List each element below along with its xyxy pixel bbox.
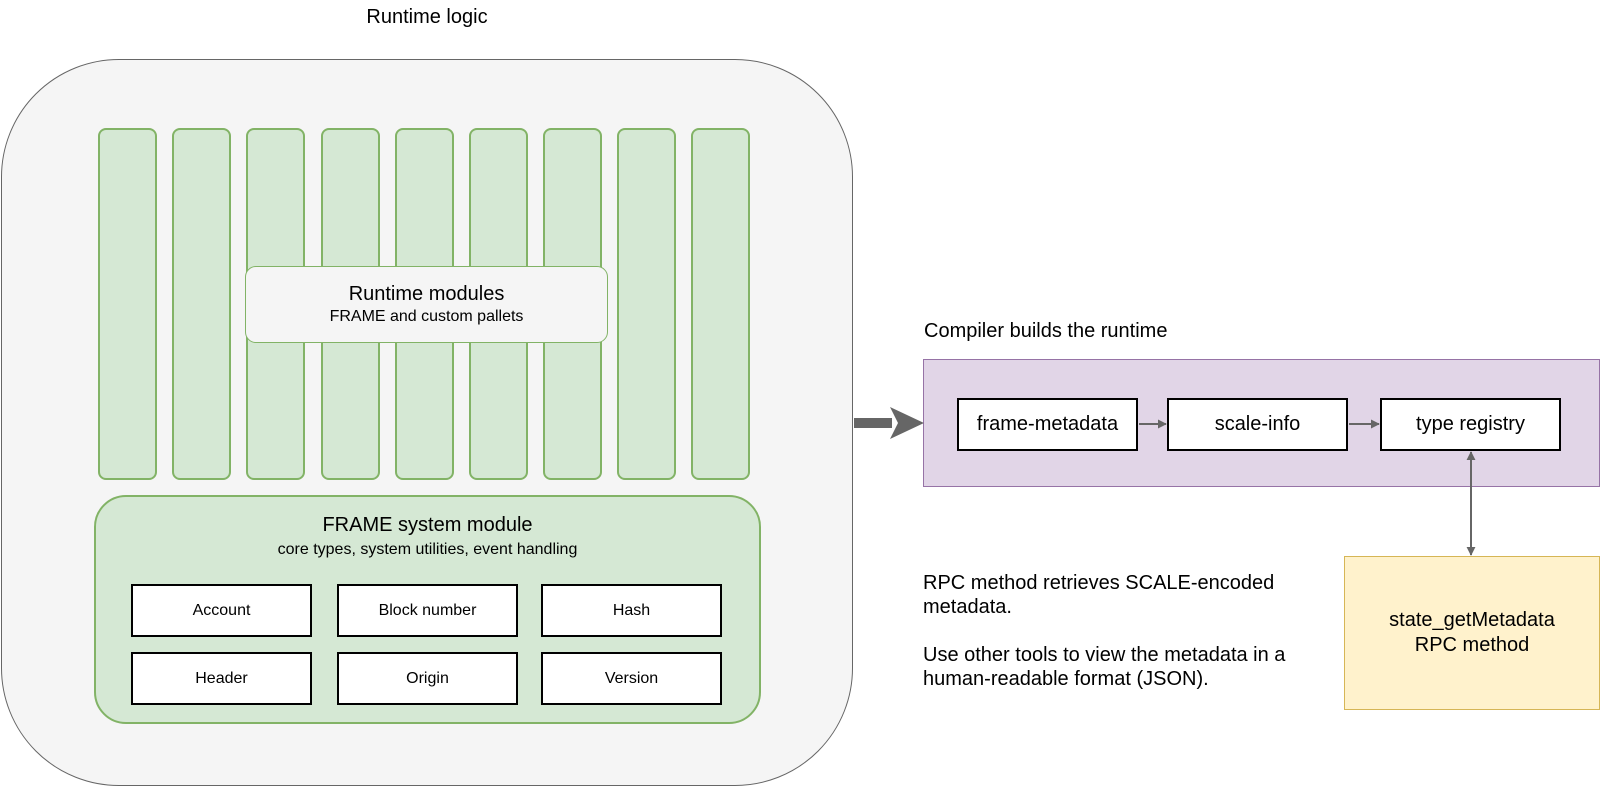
runtime-modules-subtitle: FRAME and custom pallets <box>329 308 524 325</box>
runtime-logic-title: Runtime logic <box>366 6 488 28</box>
rpc-note-2: Use other tools to view the metadata in … <box>923 644 1286 690</box>
scale-info-box: scale-info <box>1167 398 1348 451</box>
type-registry-box: type registry <box>1380 398 1561 451</box>
rpc-method-box: state_getMetadata RPC method <box>1344 556 1600 710</box>
rpc-note-1: RPC method retrieves SCALE-encoded metad… <box>923 572 1275 618</box>
system-item-hash: Hash <box>541 584 722 637</box>
runtime-modules-box: Runtime modules FRAME and custom pallets <box>245 266 608 343</box>
pallet-pillar <box>617 128 676 480</box>
frame-system-title: FRAME system module <box>322 514 533 536</box>
pallet-pillar <box>98 128 157 480</box>
frame-system-subtitle: core types, system utilities, event hand… <box>277 541 578 558</box>
pallet-pillar <box>691 128 750 480</box>
build-arrow <box>854 407 924 439</box>
frame-metadata-box: frame-metadata <box>957 398 1138 451</box>
runtime-modules-title: Runtime modules <box>348 283 505 305</box>
system-item-block-number: Block number <box>337 584 518 637</box>
rpc-method-label: RPC method <box>1414 634 1530 656</box>
system-item-version: Version <box>541 652 722 705</box>
pallet-pillar <box>172 128 231 480</box>
system-item-header: Header <box>131 652 312 705</box>
compiler-title: Compiler builds the runtime <box>924 320 1168 342</box>
rpc-notes: RPC method retrieves SCALE-encoded metad… <box>923 571 1323 691</box>
system-item-account: Account <box>131 584 312 637</box>
system-item-origin: Origin <box>337 652 518 705</box>
rpc-method-name: state_getMetadata <box>1389 609 1555 631</box>
